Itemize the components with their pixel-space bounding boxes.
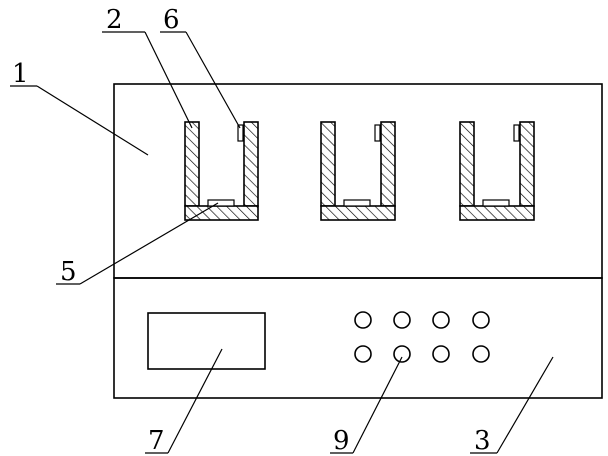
compartment-1 bbox=[184, 121, 259, 221]
control-button bbox=[354, 345, 372, 363]
control-button bbox=[393, 311, 411, 329]
compartment-3 bbox=[459, 121, 535, 221]
label-5: 5 bbox=[60, 257, 77, 287]
compartment-left-wall bbox=[184, 121, 200, 207]
sensor-tab bbox=[374, 124, 381, 142]
weighing-pad bbox=[482, 199, 510, 207]
compartment-base bbox=[320, 205, 396, 221]
label-6: 6 bbox=[163, 5, 180, 35]
label-7: 7 bbox=[148, 426, 165, 456]
compartment-right-wall bbox=[380, 121, 396, 207]
leader-line-7 bbox=[167, 348, 223, 454]
compartment-base bbox=[459, 205, 535, 221]
control-button bbox=[393, 345, 411, 363]
leader-line-6 bbox=[185, 31, 241, 129]
leader-line-5 bbox=[79, 202, 219, 285]
compartment-right-wall bbox=[243, 121, 259, 207]
control-button bbox=[354, 311, 372, 329]
compartment-left-wall bbox=[320, 121, 336, 207]
leader-line-3 bbox=[496, 356, 554, 454]
label-1: 1 bbox=[12, 59, 29, 89]
control-button bbox=[472, 311, 490, 329]
control-button bbox=[472, 345, 490, 363]
compartment-2 bbox=[320, 121, 396, 221]
label-2: 2 bbox=[106, 5, 123, 35]
control-button bbox=[432, 345, 450, 363]
sensor-tab bbox=[513, 124, 520, 142]
sensor-tab bbox=[237, 124, 244, 142]
weighing-pad bbox=[343, 199, 371, 207]
label-9: 9 bbox=[333, 426, 350, 456]
compartment-right-wall bbox=[519, 121, 535, 207]
compartment-left-wall bbox=[459, 121, 475, 207]
leader-lines bbox=[10, 31, 554, 454]
lower-housing bbox=[113, 277, 603, 399]
weighing-pad bbox=[207, 199, 235, 207]
leader-line-1 bbox=[36, 85, 149, 156]
display-screen bbox=[147, 312, 266, 370]
label-3: 3 bbox=[474, 426, 491, 456]
leader-line-2 bbox=[144, 31, 193, 129]
button-grid bbox=[354, 311, 490, 363]
control-button bbox=[432, 311, 450, 329]
leader-line-9 bbox=[352, 356, 403, 454]
compartment-base bbox=[184, 205, 259, 221]
